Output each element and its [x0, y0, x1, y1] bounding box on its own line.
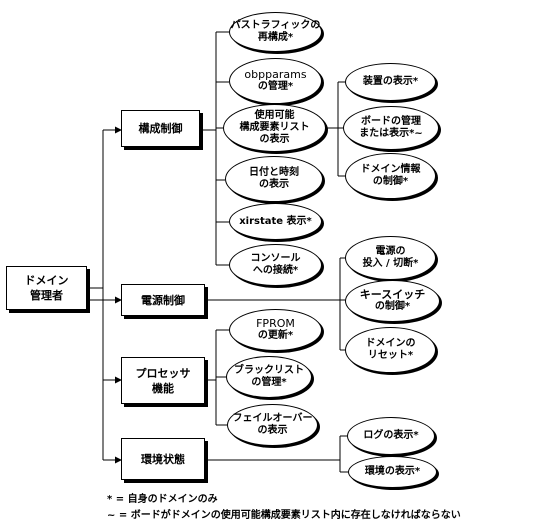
domain-info-oval: ドメイン情報 の制御*	[345, 153, 436, 199]
config-control-label: 構成制御	[138, 122, 183, 135]
xirstate-line1: xirstate 表示*	[239, 215, 312, 227]
obpparams-line1: obpparams	[244, 68, 307, 81]
power-onoff-line2: 投入 / 切断*	[362, 258, 419, 269]
domain-admin-label-line2: 管理者	[30, 289, 63, 302]
fprom-line1: FPROM	[256, 317, 295, 330]
blacklist-line1: ブラックリスト	[234, 365, 304, 376]
log-display-oval: ログの表示*	[347, 417, 435, 455]
blacklist-line2: の管理*	[251, 377, 287, 388]
power-control-box: 電源制御	[121, 284, 205, 316]
domain-admin-box: ドメイン 管理者	[6, 266, 87, 310]
available-components-line1: 使用可能	[254, 110, 295, 121]
domain-admin-label-line1: ドメイン	[24, 274, 69, 287]
crossbar-reconfig-line2: 再構成*	[257, 32, 294, 43]
fprom-line2: の更新*	[257, 330, 294, 341]
keyswitch-control-oval: キースイッチ の制御*	[345, 280, 440, 322]
crossbar-reconfig-line1: パストラフィックの	[230, 20, 321, 31]
domain-reset-line1: ドメインの	[365, 338, 416, 349]
environment-display-oval: 環境の表示*	[348, 456, 437, 488]
available-components-line2: 構成要素リスト	[239, 122, 310, 133]
console-connect-line2: への接続*	[252, 265, 299, 276]
date-time-line1: 日付と時刻	[249, 167, 299, 178]
available-components-oval: 使用可能 構成要素リスト の表示	[223, 104, 326, 152]
obpparams-line2: の管理*	[257, 81, 294, 92]
keyswitch-line1: キースイッチ	[359, 288, 426, 301]
footnote-own-domain: * = 自身のドメインのみ	[107, 494, 218, 505]
domain-info-line2: の制御*	[372, 176, 409, 187]
power-onoff-line1: 電源の	[375, 246, 406, 257]
processor-functions-label-line2: 機能	[152, 381, 174, 395]
fprom-update-oval: FPROM の更新*	[229, 309, 322, 351]
environment-status-box: 環境状態	[121, 438, 205, 480]
config-control-box: 構成制御	[121, 110, 200, 147]
failover-line2: の表示	[257, 425, 288, 436]
footnote-board-requirement: ~ = ボードがドメインの使用可能構成要素リスト内に存在しなければならない	[107, 510, 461, 521]
keyswitch-line2: の制御*	[374, 301, 411, 312]
available-components-line3: の表示	[259, 134, 290, 145]
obpparams-manage-oval: obpparams の管理*	[229, 58, 322, 104]
console-connect-line1: コンソール	[250, 253, 301, 264]
console-connect-oval: コンソール への接続*	[229, 244, 322, 286]
xirstate-oval: xirstate 表示*	[229, 203, 322, 240]
domain-reset-line2: リセット*	[367, 350, 414, 361]
devices-display-oval: 装置の表示*	[345, 63, 436, 101]
failover-display-oval: フェイルオーバー の表示	[227, 404, 318, 446]
blacklist-manage-oval: ブラックリスト の管理*	[226, 356, 312, 398]
environment-display-line1: 環境の表示*	[364, 466, 421, 477]
devices-display-line1: 装置の表示*	[362, 76, 419, 87]
board-manage-line1: ボードの管理	[361, 116, 421, 127]
failover-line1: フェイルオーバー	[232, 413, 313, 424]
power-control-label: 電源制御	[141, 293, 185, 307]
crossbar-reconfig-oval: パストラフィックの 再構成*	[229, 12, 322, 52]
log-display-line1: ログの表示*	[363, 430, 419, 441]
environment-status-label: 環境状態	[141, 452, 185, 466]
power-onoff-oval: 電源の 投入 / 切断*	[345, 236, 436, 280]
processor-functions-label-line1: プロセッサ	[135, 366, 191, 380]
date-time-oval: 日付と時刻 の表示	[225, 156, 323, 202]
processor-functions-box: プロセッサ 機能	[121, 357, 205, 404]
date-time-line2: の表示	[259, 179, 289, 190]
board-manage-oval: ボードの管理 または表示*~	[343, 106, 439, 150]
domain-info-line1: ドメイン情報	[360, 164, 421, 175]
board-manage-line2: または表示*~	[359, 128, 423, 139]
domain-reset-oval: ドメインの リセット*	[345, 327, 436, 373]
